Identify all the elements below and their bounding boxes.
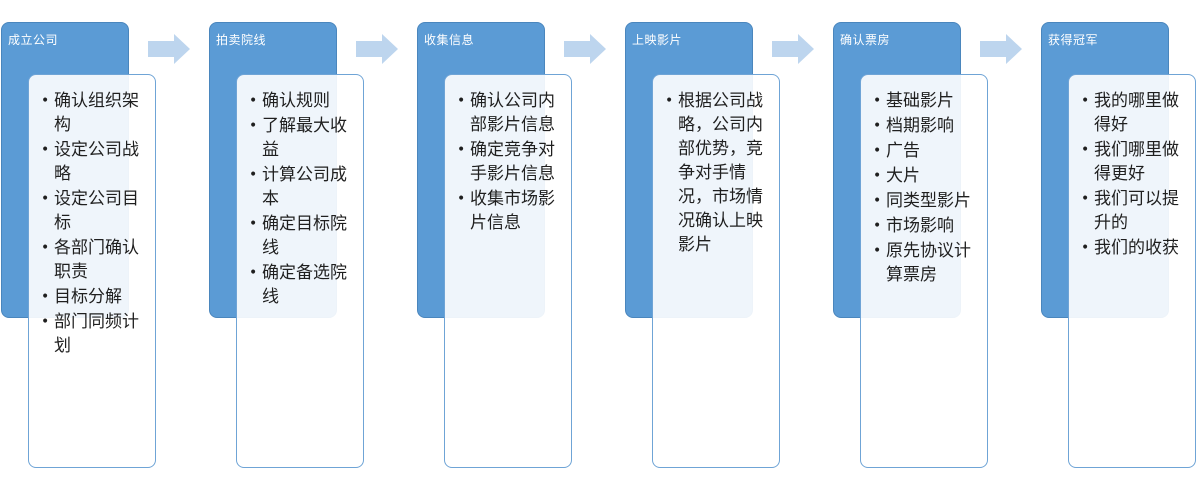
- stage-card: 确认组织架构 设定公司战略 设定公司目标 各部门确认职责 目标分解 部门同频计划: [28, 74, 156, 468]
- stage-card: 确认公司内部影片信息 确定竞争对手影片信息 收集市场影片信息: [444, 74, 572, 468]
- list-item: 确认规则: [247, 89, 355, 113]
- list-item: 根据公司战略，公司内部优势，竞争对手情况，市场情况确认上映影片: [663, 89, 771, 257]
- list-item: 同类型影片: [871, 189, 979, 213]
- list-item: 了解最大收益: [247, 114, 355, 162]
- stage-list: 确认规则 了解最大收益 计算公司成本 确定目标院线 确定备选院线: [247, 89, 355, 309]
- list-item: 市场影响: [871, 214, 979, 238]
- stage-title: 上映影片: [632, 33, 683, 47]
- list-item: 我们哪里做得更好: [1079, 138, 1187, 186]
- list-item: 我们的收获: [1079, 236, 1187, 260]
- list-item: 确定竞争对手影片信息: [455, 138, 563, 186]
- stage-list: 确认组织架构 设定公司战略 设定公司目标 各部门确认职责 目标分解 部门同频计划: [39, 89, 147, 358]
- list-item: 我的哪里做得好: [1079, 89, 1187, 137]
- list-item: 原先协议计算票房: [871, 239, 979, 287]
- stage-title: 获得冠军: [1048, 33, 1099, 47]
- list-item: 档期影响: [871, 114, 979, 138]
- right-arrow-icon: [356, 34, 398, 64]
- stage-card: 确认规则 了解最大收益 计算公司成本 确定目标院线 确定备选院线: [236, 74, 364, 468]
- stage-title: 确认票房: [840, 33, 891, 47]
- list-item: 确定备选院线: [247, 261, 355, 309]
- list-item: 大片: [871, 164, 979, 188]
- list-item: 确认组织架构: [39, 89, 147, 137]
- list-item: 确定目标院线: [247, 212, 355, 260]
- right-arrow-icon: [564, 34, 606, 64]
- list-item: 广告: [871, 139, 979, 163]
- stage-title: 收集信息: [424, 33, 475, 47]
- list-item: 基础影片: [871, 89, 979, 113]
- stage-card: 我的哪里做得好 我们哪里做得更好 我们可以提升的 我们的收获: [1068, 74, 1196, 468]
- list-item: 我们可以提升的: [1079, 187, 1187, 235]
- list-item: 设定公司目标: [39, 187, 147, 235]
- stage-list: 确认公司内部影片信息 确定竞争对手影片信息 收集市场影片信息: [455, 89, 563, 235]
- stage-card: 根据公司战略，公司内部优势，竞争对手情况，市场情况确认上映影片: [652, 74, 780, 468]
- stage-card: 基础影片 档期影响 广告 大片 同类型影片 市场影响 原先协议计算票房: [860, 74, 988, 468]
- right-arrow-icon: [772, 34, 814, 64]
- list-item: 计算公司成本: [247, 163, 355, 211]
- list-item: 各部门确认职责: [39, 236, 147, 284]
- list-item: 部门同频计划: [39, 310, 147, 358]
- list-item: 确认公司内部影片信息: [455, 89, 563, 137]
- stage-list: 我的哪里做得好 我们哪里做得更好 我们可以提升的 我们的收获: [1079, 89, 1187, 260]
- stage-list: 基础影片 档期影响 广告 大片 同类型影片 市场影响 原先协议计算票房: [871, 89, 979, 287]
- stage-title: 拍卖院线: [216, 33, 267, 47]
- list-item: 目标分解: [39, 285, 147, 309]
- stage-list: 根据公司战略，公司内部优势，竞争对手情况，市场情况确认上映影片: [663, 89, 771, 257]
- list-item: 收集市场影片信息: [455, 187, 563, 235]
- list-item: 设定公司战略: [39, 138, 147, 186]
- right-arrow-icon: [148, 34, 190, 64]
- stage-title: 成立公司: [8, 33, 59, 47]
- right-arrow-icon: [980, 34, 1022, 64]
